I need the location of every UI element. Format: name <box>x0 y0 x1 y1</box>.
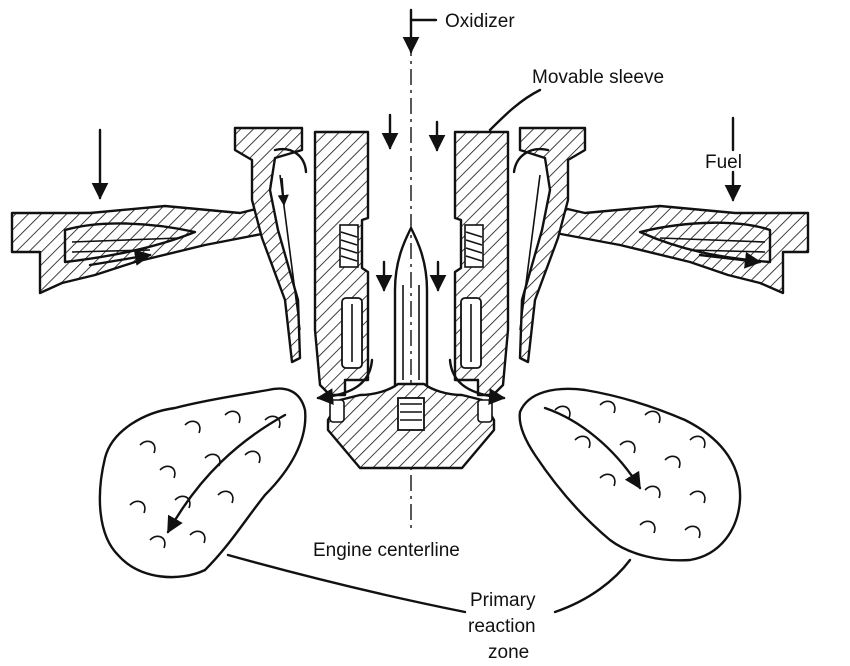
right-reaction-zone <box>518 387 742 562</box>
left-movable-sleeve <box>313 130 370 397</box>
left-outer-housing <box>233 126 308 364</box>
reaction-zone-label-line1: Primary <box>470 590 536 611</box>
fuel-label: Fuel <box>705 152 742 173</box>
right-outer-housing <box>512 126 587 364</box>
right-fuel-manifold <box>548 203 810 295</box>
left-reaction-zone <box>98 387 307 579</box>
central-pintle <box>393 226 429 387</box>
injector-tip <box>326 382 496 470</box>
movable-sleeve-leader <box>488 88 542 132</box>
engine-centerline-label: Engine centerline <box>313 540 460 561</box>
reaction-zone-leader-left <box>226 553 467 614</box>
reaction-zone-leader-right <box>553 558 632 614</box>
left-fuel-manifold <box>10 203 274 295</box>
oxidizer-label: Oxidizer <box>445 11 515 32</box>
movable-sleeve-label: Movable sleeve <box>532 67 664 88</box>
oxidizer-flow-arrows <box>375 113 447 292</box>
oxidizer-arrow <box>402 8 438 54</box>
reaction-zone-label-line2: reaction <box>468 616 536 637</box>
right-movable-sleeve <box>453 130 510 397</box>
right-spray-arrow <box>448 358 506 405</box>
reaction-zone-label-line3: zone <box>488 642 529 663</box>
left-spray-arrow <box>316 358 374 405</box>
